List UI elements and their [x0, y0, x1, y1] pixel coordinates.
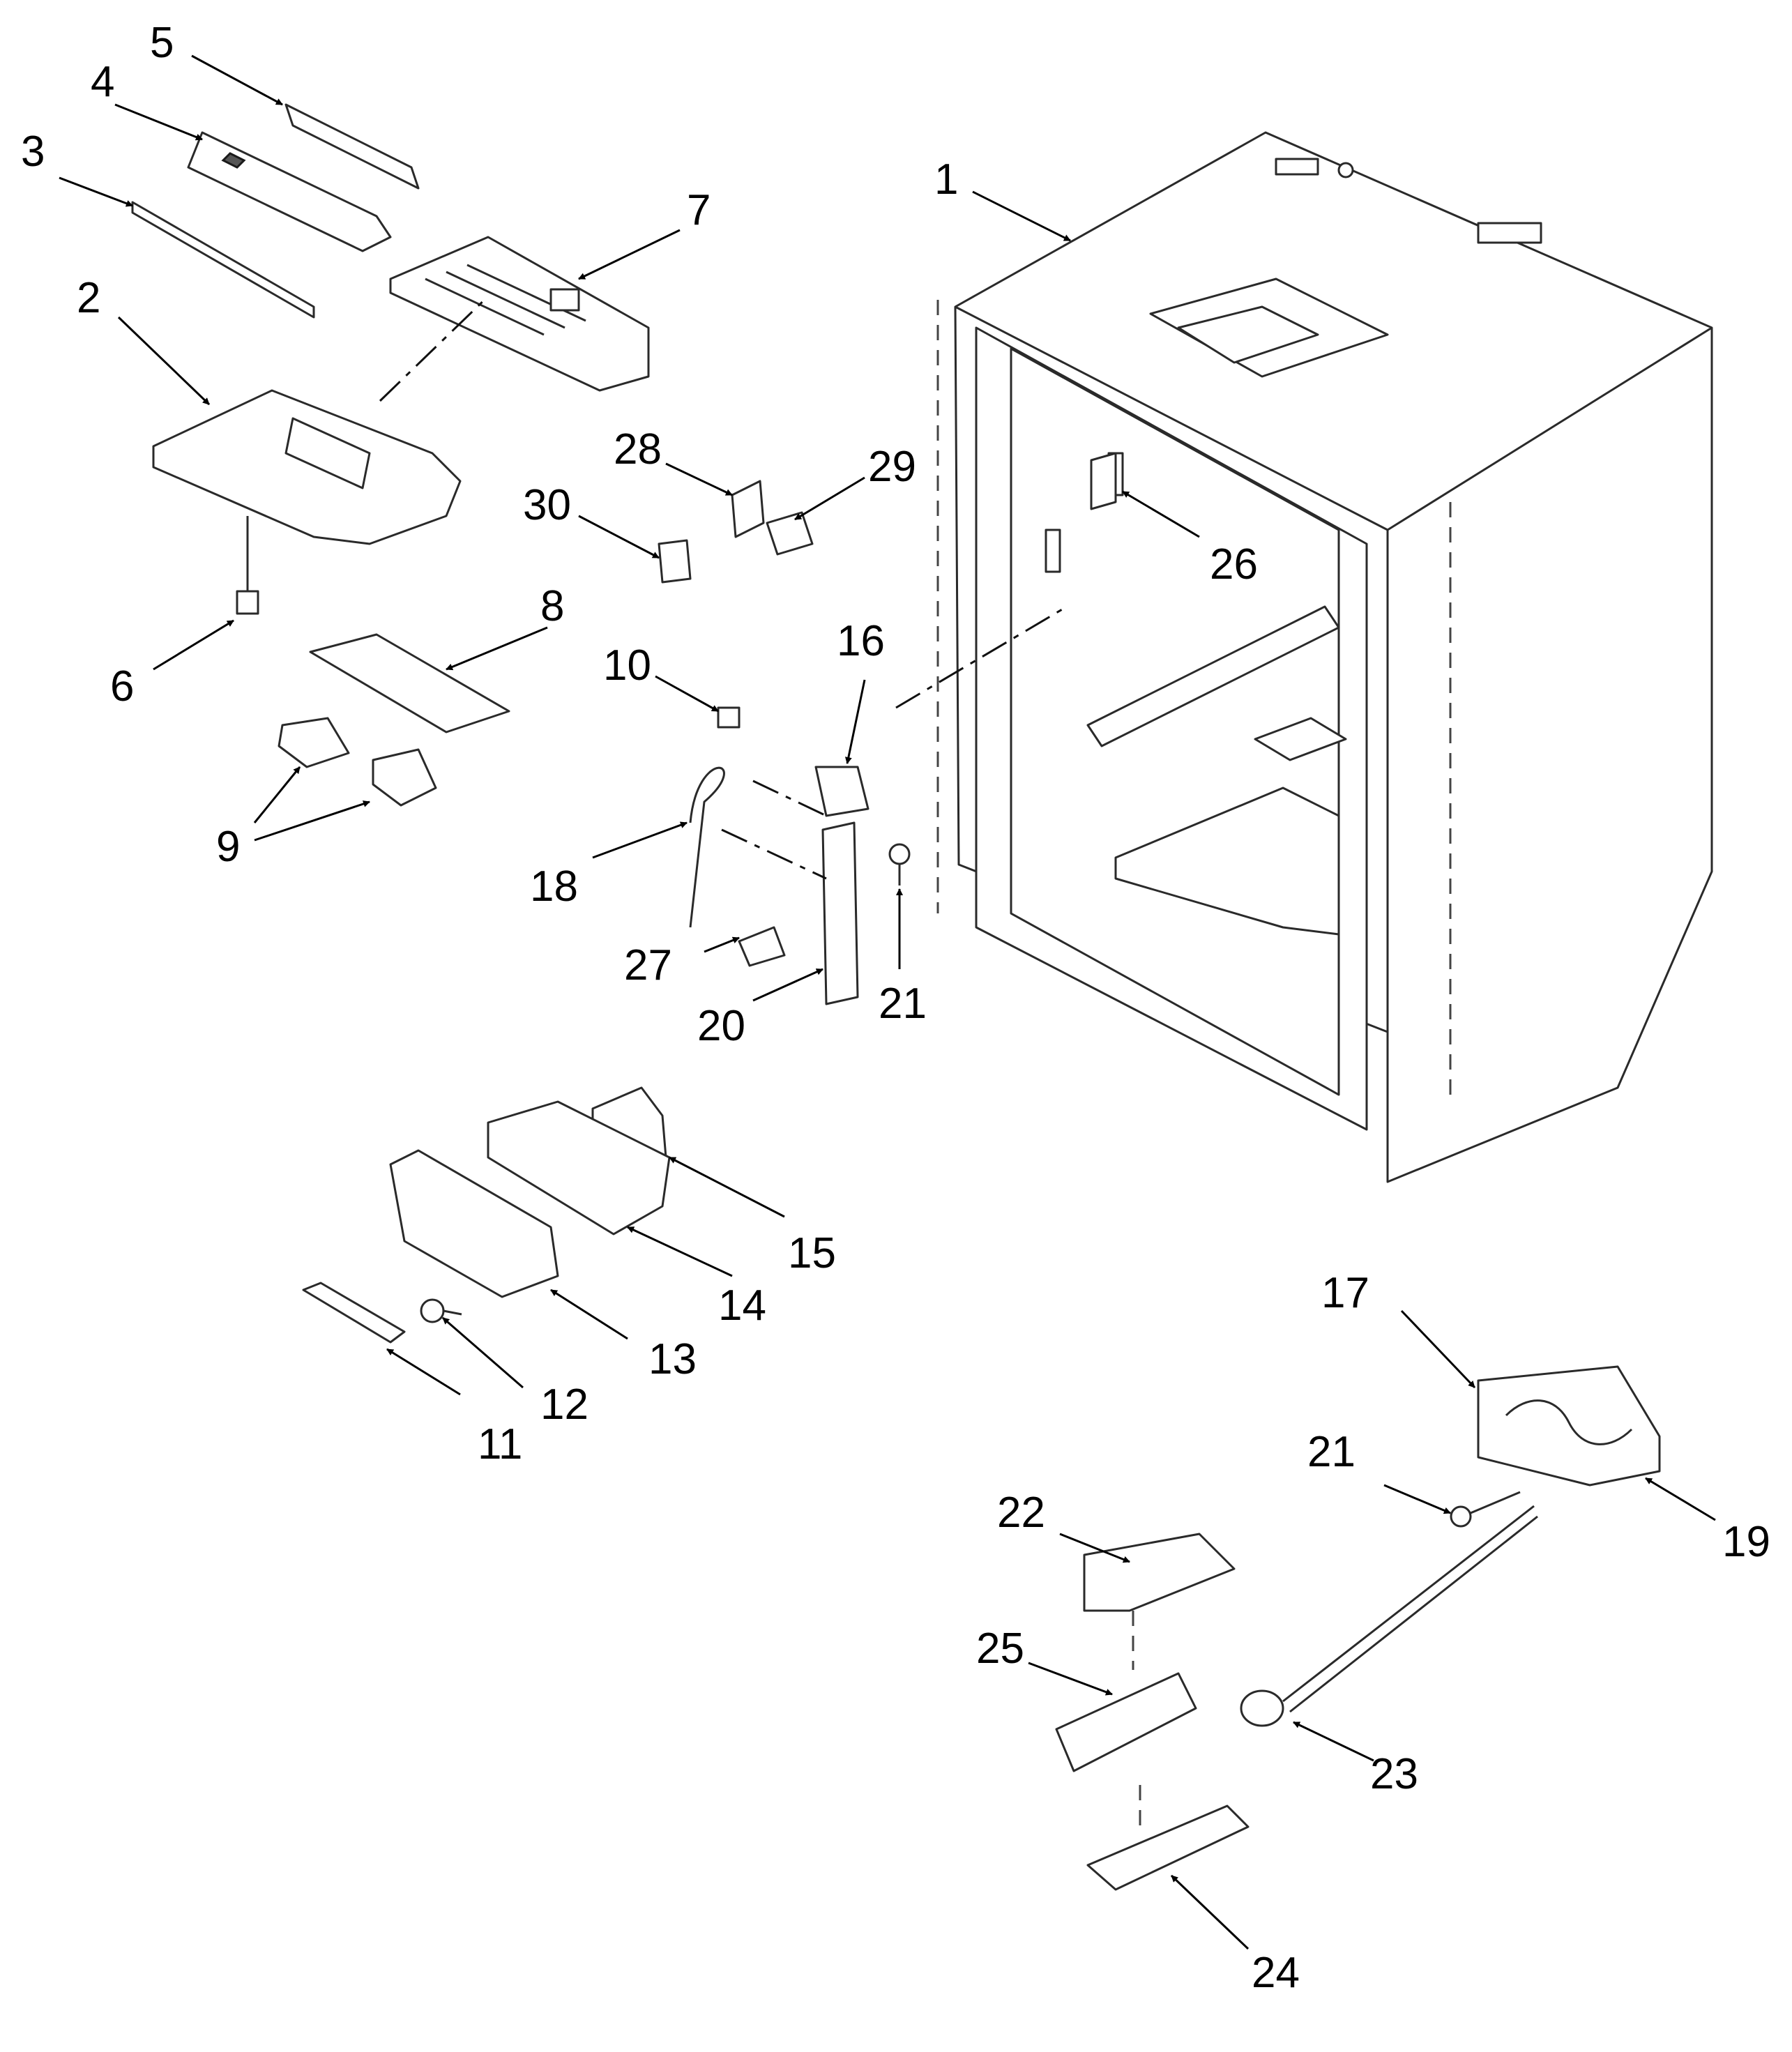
part-13-tray-front [389, 1149, 559, 1298]
part-21-screw-a [888, 843, 911, 886]
part-29-clip [766, 511, 814, 556]
part-1-liner [936, 131, 1713, 1183]
part-7-air-duct [389, 236, 650, 392]
callout-5: 5 [150, 19, 174, 67]
part-3-trim-strip [131, 201, 315, 319]
part-6-switch [236, 516, 259, 615]
callout-19: 19 [1722, 1518, 1770, 1566]
callout-3: 3 [21, 128, 45, 176]
callout-20: 20 [697, 1002, 745, 1050]
callout-12: 12 [540, 1381, 589, 1429]
callout-labels: 1 2 3 4 5 6 7 8 9 10 11 12 13 14 15 16 1… [21, 19, 1770, 1997]
part-28-bracket [731, 480, 765, 538]
callout-1: 1 [934, 155, 958, 204]
callout-27: 27 [624, 941, 672, 989]
part-11-grille [302, 1282, 406, 1344]
callout-2: 2 [77, 274, 100, 322]
callout-29: 29 [868, 443, 916, 491]
callout-9: 9 [216, 823, 240, 871]
callout-21a: 21 [879, 980, 927, 1028]
callout-7: 7 [687, 186, 711, 234]
callout-13: 13 [648, 1335, 697, 1383]
callout-10: 10 [603, 641, 651, 690]
callout-8: 8 [540, 582, 564, 630]
callout-21b: 21 [1307, 1428, 1356, 1476]
callout-22: 22 [997, 1489, 1045, 1537]
callout-11: 11 [478, 1420, 522, 1468]
callout-25: 25 [976, 1625, 1024, 1673]
part-20-cover [821, 821, 859, 1005]
part-16-gasket [814, 766, 870, 817]
part-12-screw [420, 1298, 462, 1323]
part-23-filter-housing [1240, 1505, 1538, 1727]
part-26-sensor [1090, 452, 1117, 510]
callout-26: 26 [1210, 540, 1258, 588]
callout-15: 15 [788, 1229, 836, 1277]
callout-18: 18 [530, 862, 578, 911]
part-21-screw-b [1450, 1491, 1521, 1528]
part-30-switch [658, 539, 692, 584]
part-24-filter-cover [1086, 1804, 1250, 1891]
part-9-lamp-socket-b [372, 748, 437, 807]
part-5-bracket [284, 103, 420, 190]
part-27-clip [738, 926, 786, 967]
part-18-tube [689, 766, 725, 928]
part-2-light-housing [152, 389, 462, 545]
callout-17: 17 [1321, 1269, 1369, 1317]
callout-6: 6 [110, 662, 134, 710]
callout-23: 23 [1370, 1750, 1418, 1798]
part-10-clip [717, 706, 741, 729]
callout-4: 4 [91, 58, 114, 106]
callout-14: 14 [718, 1282, 766, 1330]
callout-28: 28 [614, 425, 662, 473]
callout-30: 30 [523, 481, 571, 529]
callout-arrows [59, 54, 1716, 1950]
callout-16: 16 [837, 617, 885, 665]
part-14-tray [487, 1100, 671, 1236]
part-9-lamp-socket-a [278, 717, 350, 768]
part-25-water-filter [1055, 1672, 1197, 1772]
part-4-control-housing [187, 131, 392, 252]
part-22-filter-head [1083, 1533, 1236, 1612]
part-8-lens [309, 633, 510, 734]
callout-24: 24 [1252, 1949, 1300, 1997]
part-17-heater-bracket [1477, 1365, 1661, 1487]
